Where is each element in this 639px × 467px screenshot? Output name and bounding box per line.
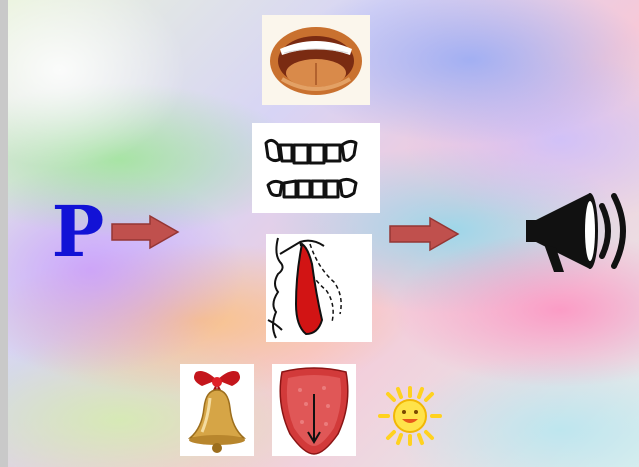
letter-r: Р	[48, 192, 108, 272]
bell-icon	[180, 364, 254, 456]
teeth-image	[252, 123, 380, 213]
megaphone-icon	[518, 184, 636, 278]
arrow-right-icon	[110, 214, 180, 250]
slide-left-edge	[0, 0, 8, 467]
tongue-arrow-image	[272, 364, 356, 456]
tongue-profile-image	[266, 234, 372, 342]
sun-icon	[378, 386, 442, 446]
open-mouth-image	[262, 15, 370, 105]
arrow-right-icon	[388, 216, 460, 252]
